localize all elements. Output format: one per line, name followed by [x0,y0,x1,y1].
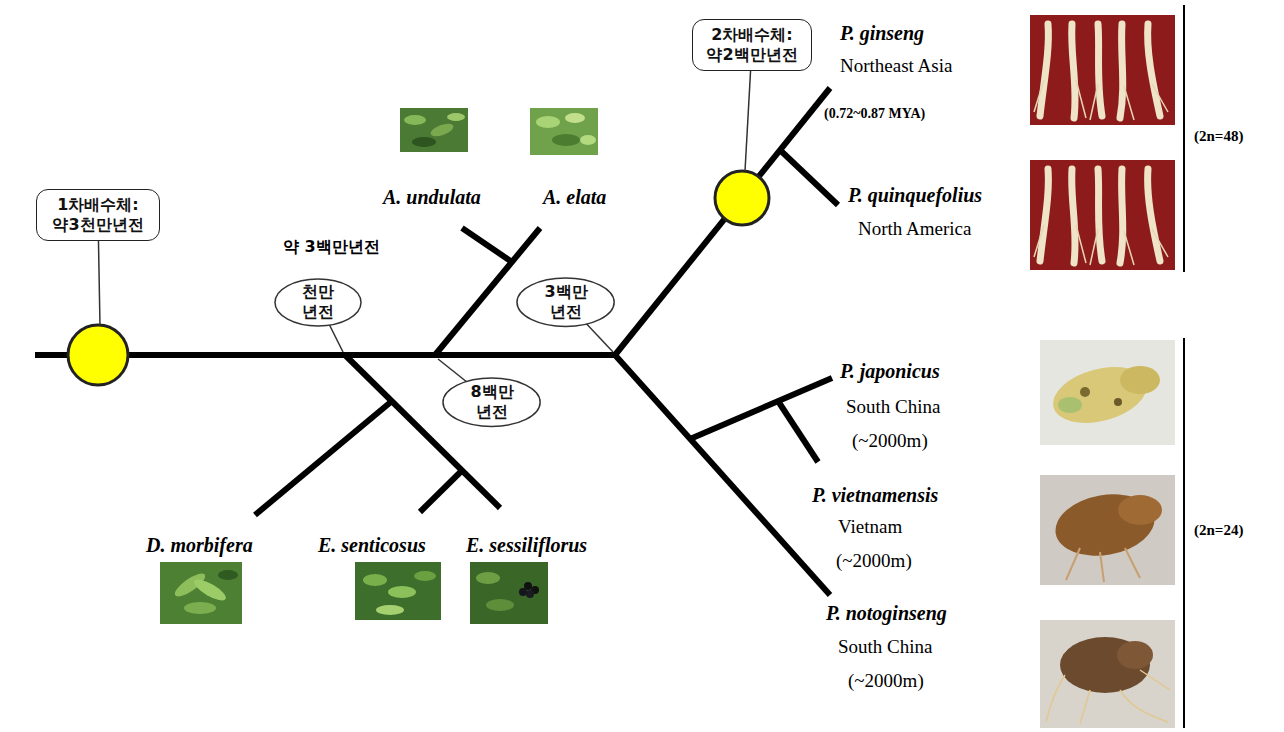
species-name: E. sessiliflorus [466,534,587,557]
root-photo [1030,15,1175,125]
altitude-note: (~2000m) [836,550,912,572]
plant-photo [355,562,441,620]
callout-text: 1차배수체: 약3천만년전 [52,195,143,235]
tree-branches [35,88,838,595]
region-name: Northeast Asia [840,55,952,77]
group-bracket [1183,338,1185,728]
altitude-note: (~2000m) [852,430,928,452]
species-name: P. japonicus [840,360,940,383]
ploidy-label: (2n=24) [1194,522,1243,539]
ellipse-outline [275,279,361,326]
ploidy-label: (2n=48) [1194,128,1243,145]
callout-box: 2차배수체: 약2백만년전 [692,19,811,71]
species-name: A. elata [543,186,606,209]
root-photo [1040,620,1175,728]
callout-text: 8백만 년전 [470,382,513,422]
time-note: 약 3백만년전 [283,238,380,256]
polyploidy-marker [68,325,128,385]
plant-photo [530,108,598,155]
region-name: North America [858,218,971,240]
polyploidy-marker [715,171,769,225]
species-name: D. morbifera [146,534,253,557]
group-bracket [1183,5,1185,272]
ellipse-outline [443,378,540,426]
plant-photo [400,108,468,152]
callout-ellipse: 8백만 년전 [442,377,541,427]
species-name: P. notoginseng [826,602,947,625]
region-name: Vietnam [838,516,902,538]
plant-photo [470,562,548,624]
altitude-note: (~2000m) [848,670,924,692]
region-name: South China [846,396,940,418]
callout-text: 2차배수체: 약2백만년전 [706,25,797,65]
species-name: A. undulata [383,186,481,209]
callout-box: 1차배수체: 약3천만년전 [36,189,159,241]
root-photo [1040,475,1175,585]
callout-ellipse: 3백만 년전 [516,277,615,327]
root-photo [1040,340,1175,445]
root-photo [1030,160,1175,270]
species-name: P. ginseng [840,22,924,45]
species-name: P. quinquefolius [848,184,982,207]
plant-photo [160,562,242,624]
ellipse-outline [517,278,614,326]
callout-text: 3백만 년전 [544,282,587,322]
species-name: E. senticosus [318,534,426,557]
species-name: P. vietnamensis [812,484,938,507]
callout-text: 천만 년전 [302,282,334,322]
divergence-time: (0.72~0.87 MYA) [824,106,925,122]
region-name: South China [838,636,932,658]
callout-ellipse: 천만 년전 [274,278,362,327]
